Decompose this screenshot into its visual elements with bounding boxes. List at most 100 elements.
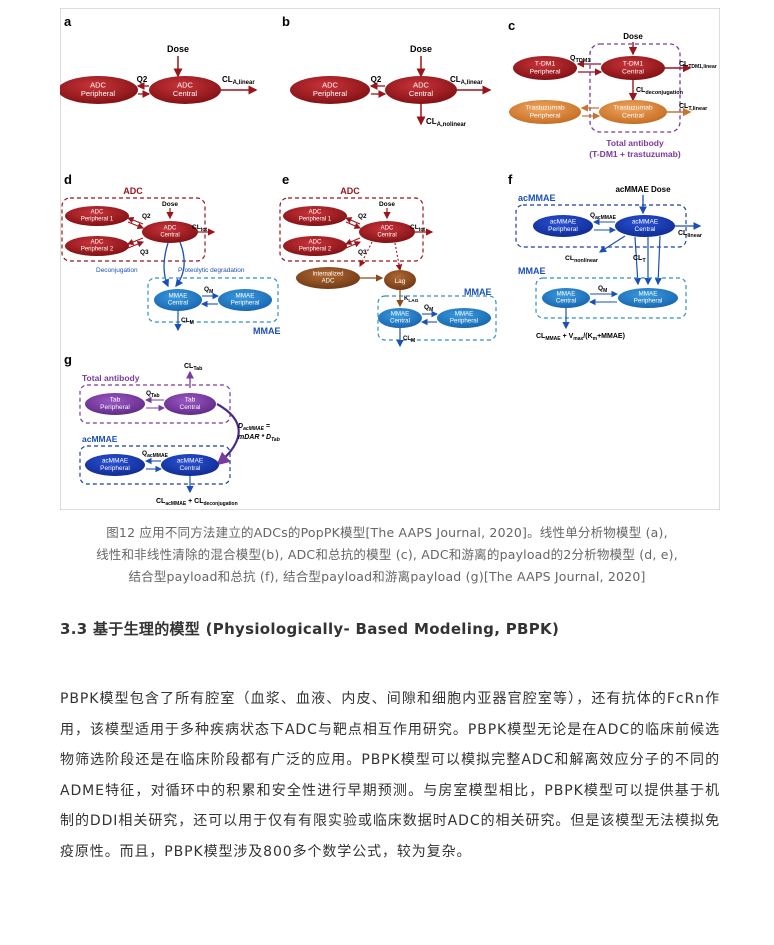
panel-a-letter: a <box>64 14 72 29</box>
diagram-label: QM <box>204 286 213 295</box>
flow-arrow <box>394 242 403 272</box>
compartment-node <box>65 236 129 256</box>
diagram-label: QacMMAE <box>142 450 169 459</box>
diagram-label: acMMAE <box>518 193 556 203</box>
compartment-node <box>296 267 360 289</box>
adc-central-node <box>149 76 221 104</box>
compartment-node <box>218 289 272 311</box>
diagram-label: c <box>508 18 515 33</box>
flow-arrow <box>598 235 626 253</box>
compartment-node <box>164 393 216 415</box>
diagram-label: ADC <box>123 186 143 196</box>
compartment-node <box>65 206 129 226</box>
diagram-label: MMAE <box>464 287 492 297</box>
flow-arrow <box>161 242 169 288</box>
diagram-label: CLTDM1,linear <box>679 61 717 70</box>
diagram-label: mDAR * DTab <box>238 434 280 443</box>
diagram-label: CLT,linear <box>679 103 708 112</box>
diagram-label: CLtot <box>192 224 207 233</box>
diagram-label: b <box>282 14 290 29</box>
flow-arrow <box>126 237 144 246</box>
diagram-label: ADC <box>340 186 360 196</box>
caption-line-3: 结合型payload和总抗 (f), 结合型payload和游离payload … <box>128 569 646 584</box>
flow-arrow <box>175 241 185 288</box>
diagram-label: Q2 <box>142 213 151 220</box>
diagram-label: CLtot <box>410 224 425 233</box>
diagram-label: CLT <box>633 255 646 264</box>
compartment-node <box>85 393 145 415</box>
compartment-node <box>85 454 145 476</box>
diagram-label: Q3 <box>140 249 149 256</box>
flow-arrow <box>127 240 145 249</box>
diagram-label: CLA,linear <box>222 75 255 86</box>
diagram-label: CLA,nolinear <box>426 117 467 128</box>
diagram-label: Q2 <box>371 75 382 84</box>
flow-arrow <box>634 236 642 286</box>
compartment-node <box>618 288 678 308</box>
diagram-label: acMMAE Dose <box>615 185 671 194</box>
diagram-label: CLM <box>181 317 194 326</box>
compartment-node <box>513 56 577 80</box>
diagram-label: CLTab <box>184 363 203 372</box>
diagram-label: Q2 <box>137 75 148 84</box>
diagram-label: Dose <box>167 44 189 54</box>
diagram-label: Deconjugation <box>96 267 138 274</box>
diagram-label: Dose <box>410 44 432 54</box>
diagram-label: MMAE <box>518 266 546 276</box>
diagram-label: Dose <box>623 32 643 41</box>
diagram-label: g <box>64 352 72 367</box>
diagram-label: CLMMAE + Vmax/(Km+MMAE) <box>536 333 625 342</box>
diagram-label: CLA,linear <box>450 75 483 86</box>
compartment-node <box>615 215 675 237</box>
flow-arrow <box>359 241 373 267</box>
figure-caption: 图12 应用不同方法建立的ADCs的PopPK模型[The AAPS Journ… <box>40 522 734 588</box>
diagram-label: QM <box>598 285 607 294</box>
compartment-node <box>533 215 593 237</box>
flow-arrow <box>654 235 662 286</box>
diagram-label: KLAG <box>404 296 419 304</box>
diagram-label: CLM <box>403 336 415 344</box>
compartment-node <box>509 100 581 124</box>
compartment-node <box>599 100 667 124</box>
diagram-label: Q2 <box>358 213 367 220</box>
caption-line-1: 图12 应用不同方法建立的ADCs的PopPK模型[The AAPS Journ… <box>106 525 668 540</box>
compartment-node <box>601 56 665 80</box>
caption-line-2: 线性和非线性清除的混合模型(b), ADC和总抗的模型 (c), ADC和游离的… <box>96 547 678 562</box>
compartment-node <box>542 288 590 308</box>
compartment-node <box>154 289 202 311</box>
compartment-node <box>378 308 422 328</box>
diagram-label: d <box>64 172 72 187</box>
flow-arrow <box>345 221 362 229</box>
diagram-label: QTab <box>146 390 160 399</box>
diagram-label: Lag <box>395 278 406 285</box>
compartment-node <box>142 221 198 243</box>
group-box <box>377 295 497 341</box>
compartment-node <box>384 270 416 290</box>
group-box <box>535 277 687 319</box>
compartment-node <box>161 454 219 476</box>
diagram-label: CLacMMAE + CLdeconjugation <box>156 498 238 507</box>
diagram-label: CLnonlinear <box>565 255 598 264</box>
